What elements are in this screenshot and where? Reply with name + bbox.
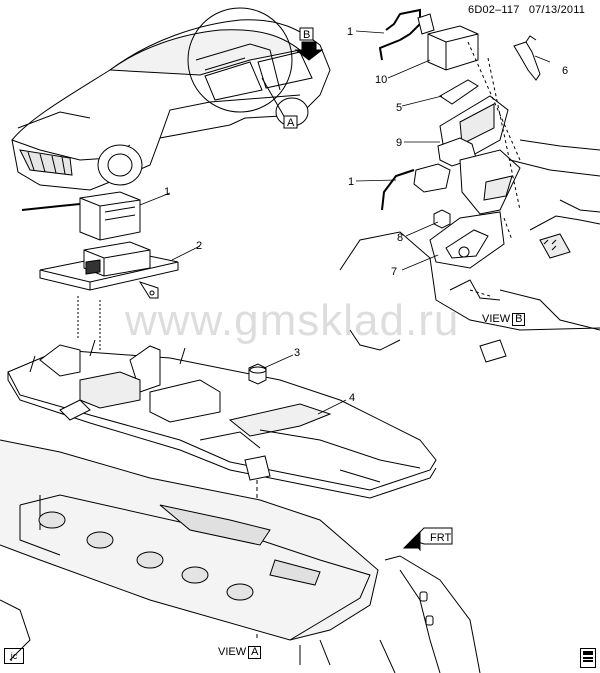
module-10: [417, 13, 479, 71]
view-b-text: VIEW: [482, 313, 511, 325]
floor-panel: [0, 439, 379, 666]
view-b-letter: B: [512, 313, 526, 326]
nut-8: [433, 209, 451, 229]
view-a-box: [283, 115, 298, 129]
vehicle-structure-right: [339, 139, 600, 363]
view-b-box: [299, 27, 314, 41]
front-direction-label: FRT: [430, 532, 451, 544]
floor-right-structure: [379, 555, 481, 673]
corner-tag: jc: [4, 648, 24, 664]
strap-6: [513, 35, 541, 81]
nut-3: [248, 363, 267, 385]
document-icon: [580, 648, 596, 668]
wire-harness-1a: [378, 8, 421, 61]
diagram-header: 6D02–117 07/13/2011: [468, 4, 585, 16]
view-b-arrow: [294, 41, 324, 61]
vehicle-outline: [11, 19, 331, 191]
pad-5: [439, 79, 479, 105]
detail-circle: [187, 7, 293, 113]
view-a-text: VIEW: [218, 646, 247, 658]
module-connector-1: [21, 191, 141, 241]
diagram-id: 6D02–117: [468, 4, 520, 16]
view-a-letter: A: [248, 646, 262, 659]
view-b-box-label: B: [303, 29, 310, 41]
diagram-date: 07/13/2011: [528, 4, 586, 16]
bracket-2: [39, 241, 179, 299]
wire-harness-1b: [381, 163, 451, 211]
view-a-box-label: A: [287, 117, 295, 129]
front-direction-arrow: FRT: [402, 527, 453, 552]
bracket-9: [437, 95, 509, 167]
underbody-tray-4: [7, 339, 437, 499]
